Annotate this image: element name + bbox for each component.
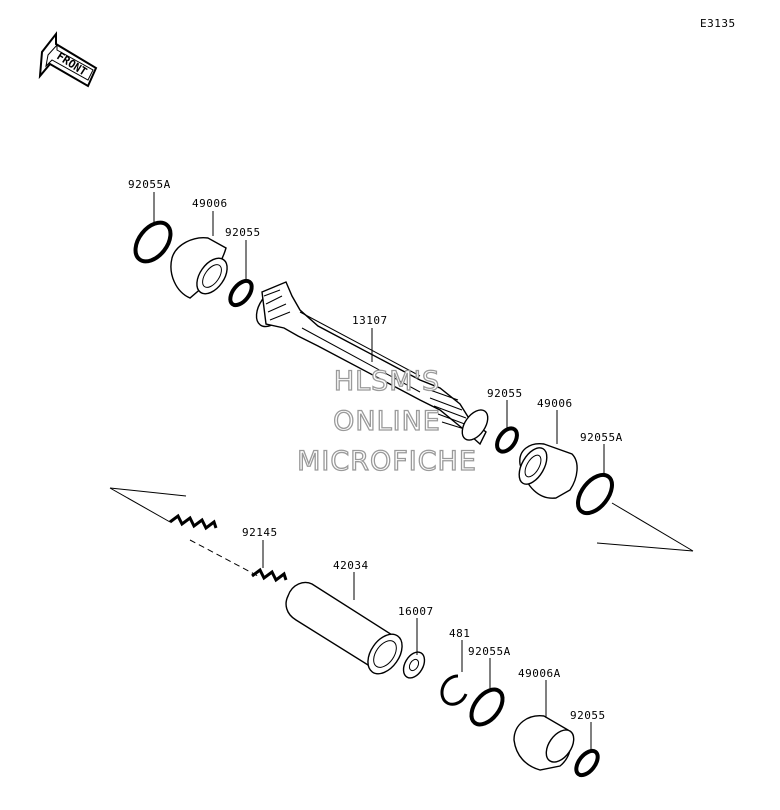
callout-481: 481: [449, 627, 470, 640]
axis-lines: [109, 487, 694, 577]
front-arrow-icon: FRONT: [38, 31, 98, 88]
callout-42034: 42034: [333, 559, 369, 572]
callout-92145: 92145: [242, 526, 278, 539]
callout-92055a-right: 92055A: [580, 431, 623, 444]
callout-13107: 13107: [352, 314, 388, 327]
watermark-line-2: ONLINE: [333, 406, 441, 437]
snap-ring-481: [440, 674, 468, 706]
callout-92055a-top: 92055A: [128, 178, 171, 191]
callout-16007: 16007: [398, 605, 434, 618]
watermark-line-1: HLSM'S: [334, 366, 440, 397]
callout-92055-top-left: 92055: [225, 226, 261, 239]
bearing-cup-49006-top: [170, 237, 228, 299]
washer-16007: [402, 651, 426, 679]
callout-49006-top: 49006: [192, 197, 228, 210]
bearing-cup-49006a: [513, 715, 575, 771]
callout-49006a: 49006A: [518, 667, 561, 680]
callout-92055-bottom: 92055: [570, 709, 606, 722]
callout-92055-top-right: 92055: [487, 387, 523, 400]
leader-lines: [153, 192, 605, 752]
o-ring-92055-top-left: [228, 278, 254, 308]
diagram-id: E3135: [700, 17, 736, 30]
o-ring-92055-bottom: [574, 748, 600, 778]
callout-92055a-bottom: 92055A: [468, 645, 511, 658]
spring-92145: [169, 513, 288, 583]
o-ring-92055a-bottom: [469, 687, 505, 727]
o-ring-92055a-right: [576, 472, 614, 516]
callout-49006-right: 49006: [537, 397, 573, 410]
o-ring-92055a-top: [133, 220, 173, 264]
bearing-cup-49006-right: [518, 443, 578, 499]
o-ring-92055-top-right: [495, 426, 519, 454]
watermark-line-3: MICROFICHE: [297, 446, 477, 477]
watermark: HLSM'S ONLINE MICROFICHE: [296, 365, 477, 477]
coupler-sleeve-42034: [285, 581, 403, 675]
drive-shaft-13107: [255, 281, 489, 446]
